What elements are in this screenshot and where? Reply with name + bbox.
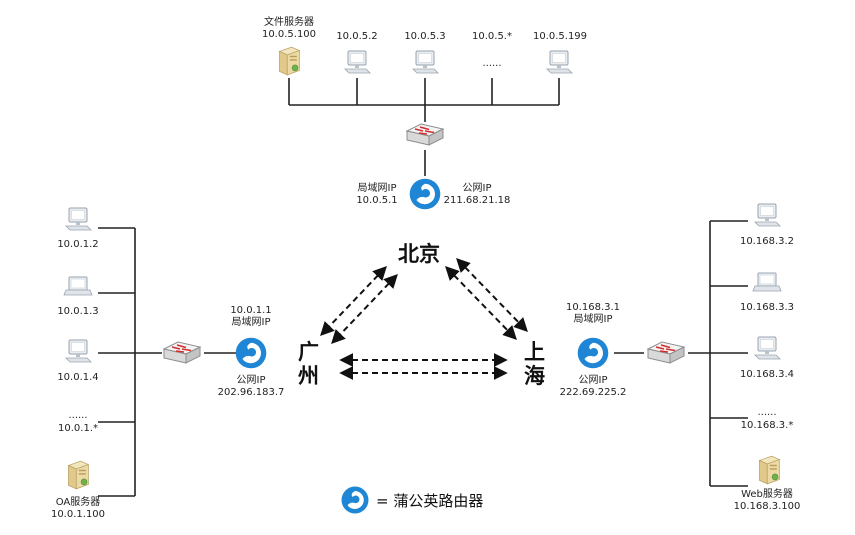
city-shanghai: 上海 <box>524 340 545 388</box>
top-router-icon <box>409 178 441 210</box>
top-drop-lines <box>288 78 560 122</box>
computer-icon <box>344 50 371 74</box>
computer-icon <box>754 203 781 227</box>
laptop-icon <box>752 272 782 292</box>
laptop-icon <box>63 276 93 296</box>
device-label: 10.0.5.199 <box>532 31 588 42</box>
computer-icon <box>412 50 439 74</box>
device-label: 10.0.5.* <box>472 31 512 42</box>
right-router-icon <box>577 337 609 369</box>
vpn-link-beijing-shanghai-a <box>445 265 517 341</box>
city-beijing: 北京 <box>398 242 440 266</box>
vpn-link-beijing-guangzhou-b <box>331 273 398 345</box>
computer-icon <box>754 336 781 360</box>
city-guangzhou: 广州 <box>298 340 319 388</box>
left-router-icon <box>235 337 267 369</box>
computer-icon <box>65 339 92 363</box>
device-label: 10.0.1.3 <box>57 306 99 317</box>
device-label: 10.168.3.* <box>740 420 794 431</box>
left-drop-lines <box>98 227 135 497</box>
legend: = 蒲公英路由器 <box>340 485 483 515</box>
left-switch-icon <box>163 341 201 364</box>
ellipsis-text: ...... <box>757 407 777 418</box>
device-label: 10.0.1.* <box>58 423 98 434</box>
file-server-icon <box>279 46 300 76</box>
computer-icon <box>546 50 573 74</box>
device-label: 10.0.5.3 <box>404 31 446 42</box>
legend-text: = 蒲公英路由器 <box>376 491 484 510</box>
device-label: 10.168.3.3 <box>739 302 795 313</box>
device-label: 10.0.5.2 <box>336 31 378 42</box>
ellipsis-text: ...... <box>482 58 502 69</box>
vpn-link-beijing-shanghai-b <box>456 257 528 333</box>
top-switch-icon <box>406 123 444 146</box>
vpn-link-beijing-guangzhou-a <box>320 265 387 337</box>
device-label: 10.168.3.2 <box>739 236 795 247</box>
web-server-icon <box>759 455 780 485</box>
computer-icon <box>65 207 92 231</box>
device-label: 10.0.1.2 <box>57 239 99 250</box>
right-switch-icon <box>647 341 685 364</box>
oa-server-icon <box>68 460 89 490</box>
device-label: 10.0.1.4 <box>57 372 99 383</box>
right-drop-lines <box>710 220 748 487</box>
device-label: 10.168.3.4 <box>739 369 795 380</box>
ellipsis-text: ...... <box>68 410 88 421</box>
